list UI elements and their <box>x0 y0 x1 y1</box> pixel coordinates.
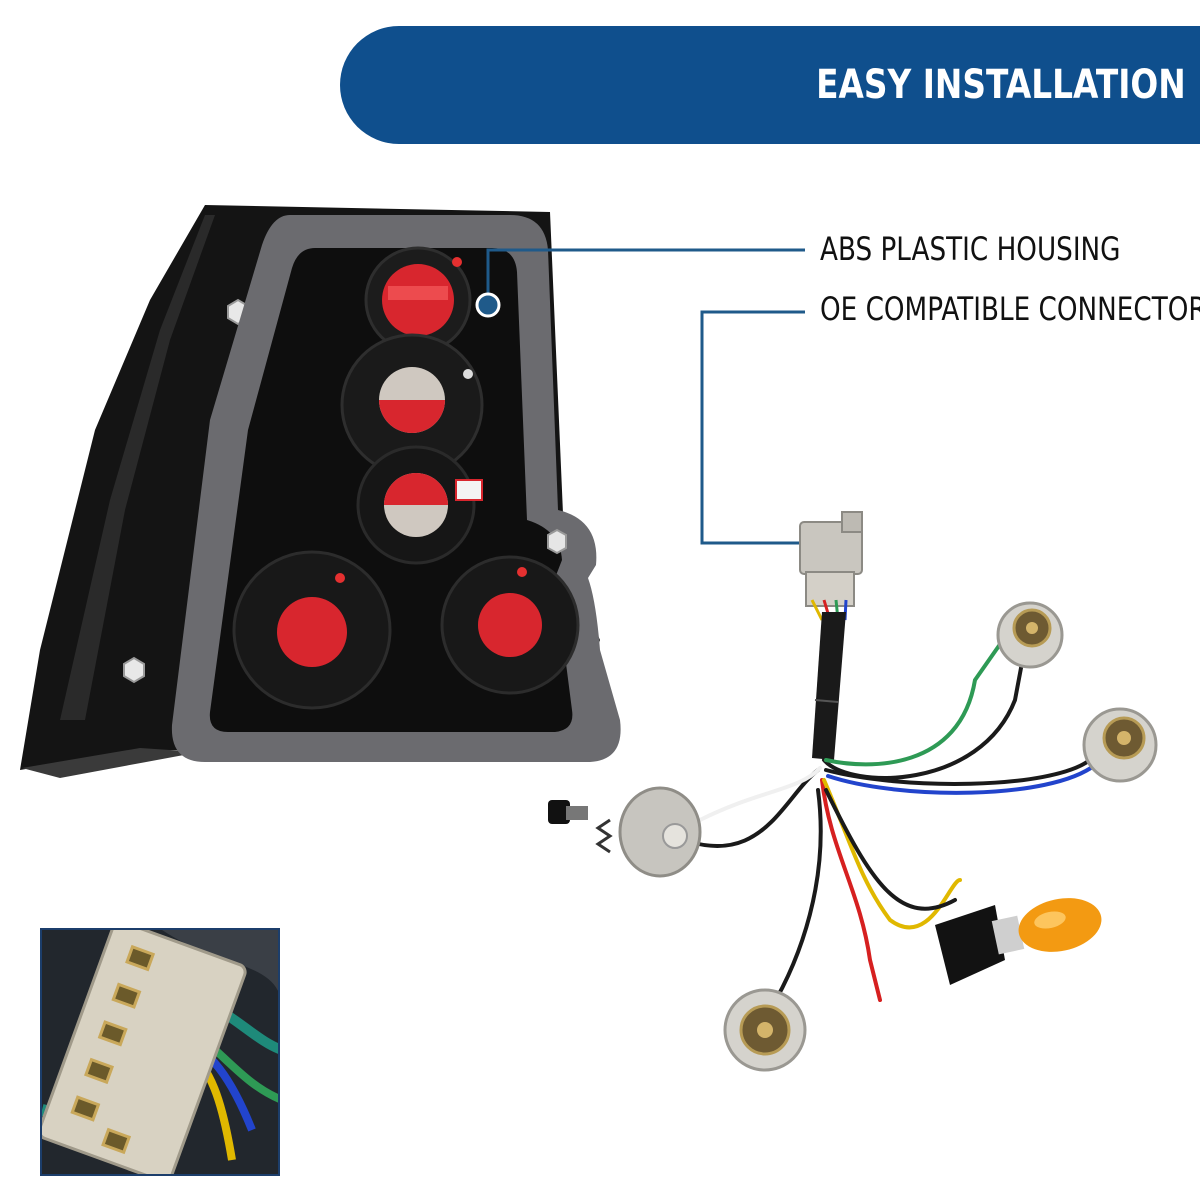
banner-title: EASY INSTALLATION <box>816 62 1186 108</box>
callout-label-housing: ABS PLASTIC HOUSING <box>820 230 1121 268</box>
tail-light-housing-icon <box>20 205 621 778</box>
callout-lines <box>486 248 812 545</box>
connector-closeup-inset-icon <box>40 928 280 1176</box>
callout-dot-housing <box>475 292 501 318</box>
connector-plug-icon <box>799 511 863 607</box>
wiring-harness-icon <box>548 511 1158 1072</box>
amber-bulb-icon <box>935 898 1102 985</box>
banner: EASY INSTALLATION <box>340 26 1200 144</box>
callout-label-connector: OE COMPATIBLE CONNECTOR <box>820 290 1200 328</box>
